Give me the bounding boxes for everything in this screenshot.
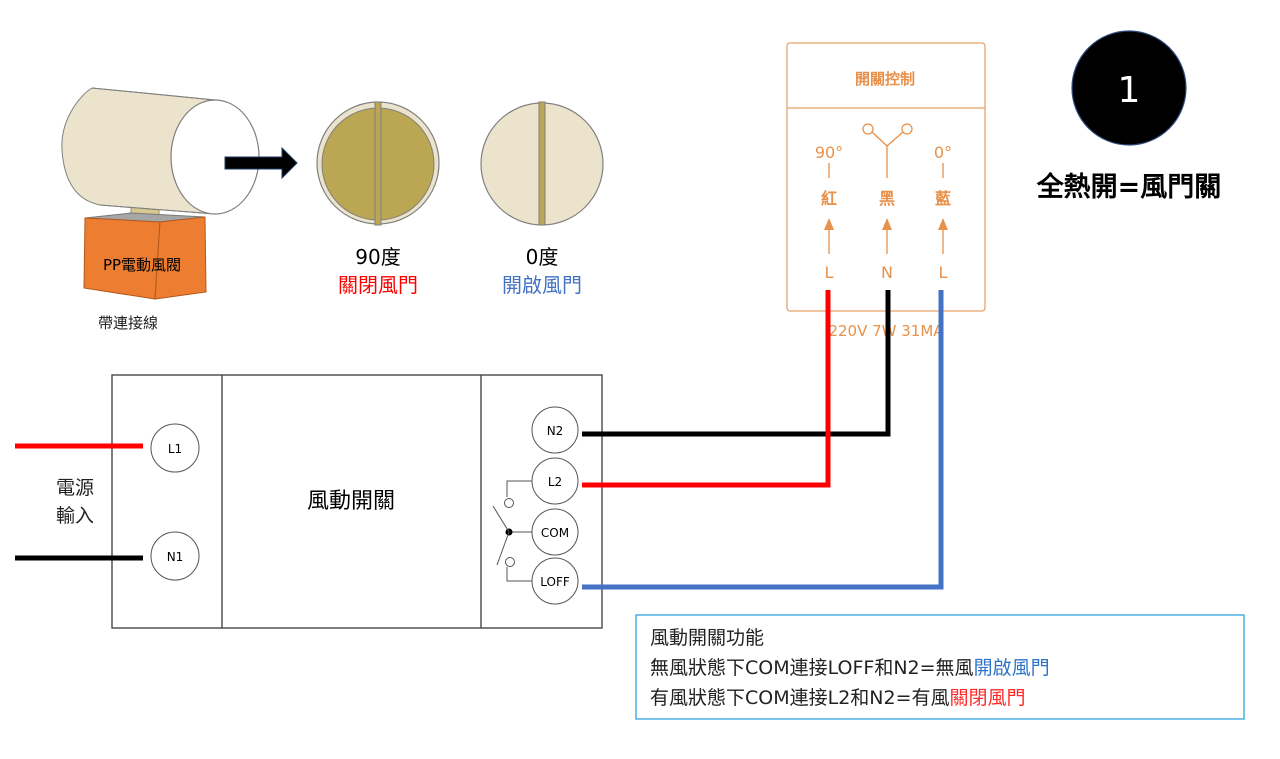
step-caption: 全熱開=風門關: [1036, 171, 1222, 203]
wires: [15, 290, 944, 590]
wind-switch-frame: [111, 374, 603, 629]
terminal-com-label: COM: [541, 526, 569, 540]
relay-switch-icon: [492, 480, 532, 582]
line-1-prefix: 無風狀態下COM連接LOFF和N2=無風: [650, 657, 974, 679]
line-1-highlight: 開啟風門: [974, 657, 1050, 679]
function-note-line-1: 無風狀態下COM連接LOFF和N2=無風開啟風門: [650, 657, 1050, 679]
closed-state-label: 關閉風門: [338, 273, 418, 297]
live-wire-loff: [582, 290, 944, 590]
blue-wire-color-label: 藍: [935, 189, 951, 208]
terminal-n1-label: N1: [167, 550, 184, 564]
blue-wire-angle: 0°: [934, 143, 952, 162]
line-2-prefix: 有風狀態下COM連接L2和N2=有風: [650, 687, 950, 709]
terminal-l1: [150, 423, 200, 473]
terminal-l2-label: L2: [548, 475, 562, 489]
blue-wire-terminal: L: [939, 263, 948, 282]
black-wire-color-label: 黑: [879, 189, 895, 208]
red-wire-color-label: 紅: [821, 189, 837, 208]
actuator-box-right: [154, 216, 207, 300]
damper-illustration: PP電動風閥 帶連接線: [61, 87, 298, 332]
actuator-label: PP電動風閥: [103, 256, 181, 274]
step-badge: 1 全熱開=風門關: [1036, 30, 1222, 203]
wind-switch-unit: 風動開關 電源 輸入 L1 N1 N2 L2 COM LOFF: [56, 374, 603, 629]
open-shaft: [538, 101, 546, 226]
live-wire-l2: [582, 290, 831, 488]
black-wire-terminal: N: [881, 263, 893, 282]
terminal-l1-label: L1: [168, 442, 182, 456]
function-note-line-2: 有風狀態下COM連接L2和N2=有風關閉風門: [650, 687, 1026, 709]
function-note-title: 風動開關功能: [650, 627, 764, 649]
step-number: 1: [1118, 70, 1141, 111]
red-wire-terminal: L: [825, 263, 834, 282]
terminal-n2-label: N2: [547, 424, 564, 438]
neutral-wire-n2: [582, 290, 891, 437]
closed-shaft: [374, 101, 382, 226]
position-closed: 90度 關閉風門: [316, 101, 440, 297]
step-badge-circle: [1071, 30, 1187, 146]
terminal-left-icon: [862, 123, 874, 135]
line-2-highlight: 關閉風門: [950, 687, 1026, 709]
terminal-loff-label: LOFF: [540, 575, 570, 589]
damper-caption: 帶連接線: [98, 314, 158, 332]
open-angle-label: 0度: [526, 245, 559, 269]
direction-arrow-icon: [224, 146, 298, 180]
open-state-label: 開啟風門: [502, 273, 582, 297]
terminal-n1: [150, 531, 200, 581]
control-panel-title: 開關控制: [855, 70, 915, 88]
power-input-label-2: 輸入: [56, 505, 94, 527]
wind-switch-title: 風動開關: [307, 489, 395, 514]
position-open: 0度 開啟風門: [480, 101, 604, 297]
closed-angle-label: 90度: [355, 245, 400, 269]
terminal-n2: [531, 406, 579, 454]
red-wire-angle: 90°: [815, 143, 843, 162]
function-note: 風動開關功能 無風狀態下COM連接LOFF和N2=無風開啟風門 有風狀態下COM…: [635, 614, 1245, 720]
power-input-label-1: 電源: [56, 477, 94, 499]
function-note-frame: [635, 614, 1245, 720]
terminal-right-icon: [901, 123, 913, 135]
